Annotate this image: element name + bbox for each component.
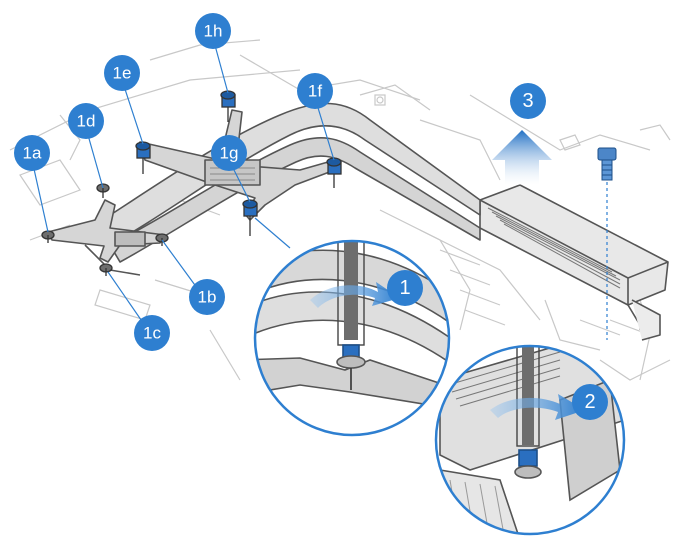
- callout-1f: 1f: [297, 73, 333, 109]
- screw-1b: [155, 233, 169, 246]
- step-badge-3: 3: [510, 83, 546, 119]
- step-badge-2: 2: [572, 384, 608, 420]
- fin-stack: [479, 184, 669, 306]
- callout-1c: 1c: [134, 315, 170, 351]
- lift-up-arrow: [492, 130, 552, 185]
- left-bracket: [47, 199, 166, 263]
- screw-1d: [96, 183, 110, 198]
- heat-sink-assembly: [47, 102, 669, 341]
- svg-text:1: 1: [399, 277, 410, 299]
- screw-1g: [242, 199, 258, 236]
- zoom-detail-2: [434, 344, 626, 536]
- radiator-screw: [597, 147, 617, 340]
- rotate-arrow-2: [490, 394, 585, 420]
- svg-text:1d: 1d: [77, 112, 96, 131]
- svg-text:3: 3: [522, 90, 533, 112]
- svg-text:2: 2: [584, 391, 595, 413]
- svg-text:1a: 1a: [23, 144, 42, 163]
- svg-text:1g: 1g: [220, 144, 239, 163]
- callout-1g: 1g: [211, 135, 247, 171]
- svg-text:1h: 1h: [204, 22, 223, 41]
- screw-1e: [135, 141, 151, 174]
- svg-text:1b: 1b: [198, 288, 217, 307]
- callout-1b: 1b: [189, 279, 225, 315]
- callout-1a: 1a: [14, 135, 50, 171]
- screw-1a: [41, 230, 55, 243]
- screw-1h: [220, 90, 236, 122]
- step-badge-1: 1: [387, 270, 423, 306]
- svg-text:1c: 1c: [143, 324, 161, 343]
- screw-1f: [326, 157, 342, 188]
- bracket-screws: [41, 90, 342, 276]
- svg-text:1f: 1f: [308, 82, 322, 101]
- svg-text:1e: 1e: [113, 64, 132, 83]
- callout-1h: 1h: [195, 13, 231, 49]
- callout-1d: 1d: [68, 103, 104, 139]
- callout-leaders: [31, 37, 335, 331]
- zoom-detail-1: [253, 239, 451, 437]
- screw-1c: [99, 263, 113, 276]
- rotate-arrow-1: [310, 282, 400, 308]
- callout-1e: 1e: [104, 55, 140, 91]
- right-bracket: [139, 109, 341, 221]
